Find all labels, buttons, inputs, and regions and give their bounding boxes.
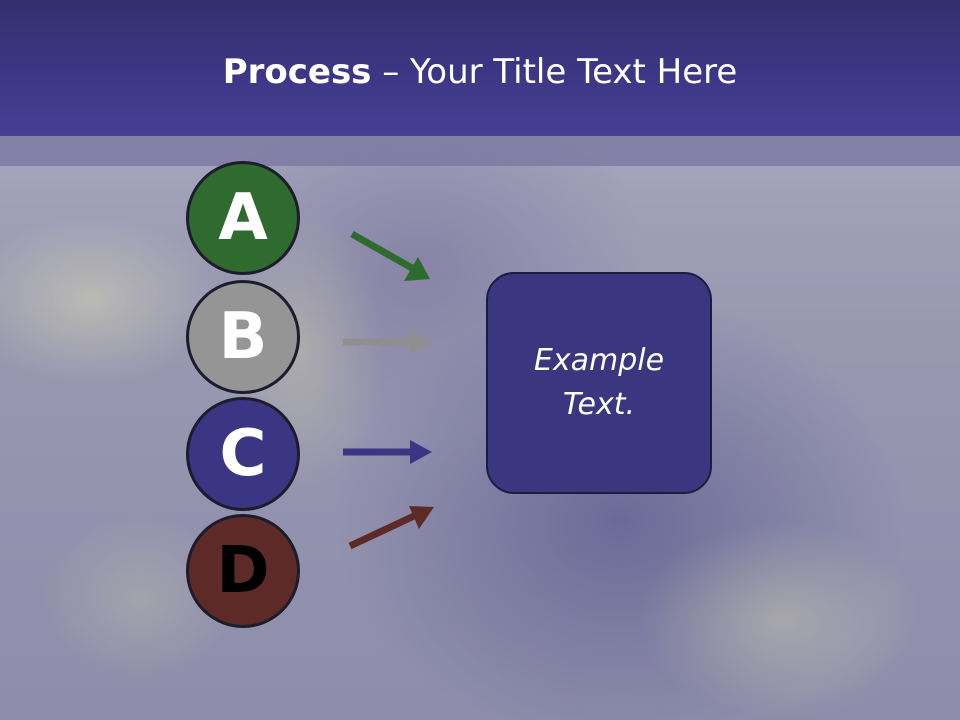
title-rest-part: – Your Title Text Here xyxy=(371,52,738,92)
example-text-line1: Example xyxy=(533,343,665,378)
arrow-c xyxy=(343,440,432,464)
step-c-circle: C xyxy=(186,397,300,511)
title-bold-part: Process xyxy=(222,52,372,92)
step-d-circle: D xyxy=(186,514,300,628)
arrow-b xyxy=(343,330,432,354)
arrow-d xyxy=(348,506,434,550)
title-bar-band xyxy=(0,136,960,166)
example-text-box: Example Text. xyxy=(486,272,712,494)
title-bar xyxy=(0,0,960,136)
step-b-circle: B xyxy=(186,280,300,394)
step-a-circle: A xyxy=(186,161,300,275)
slide-title: Process – Your Title Text Here xyxy=(0,52,960,92)
example-text-line2: Text. xyxy=(562,387,636,422)
arrow-a xyxy=(350,230,430,281)
